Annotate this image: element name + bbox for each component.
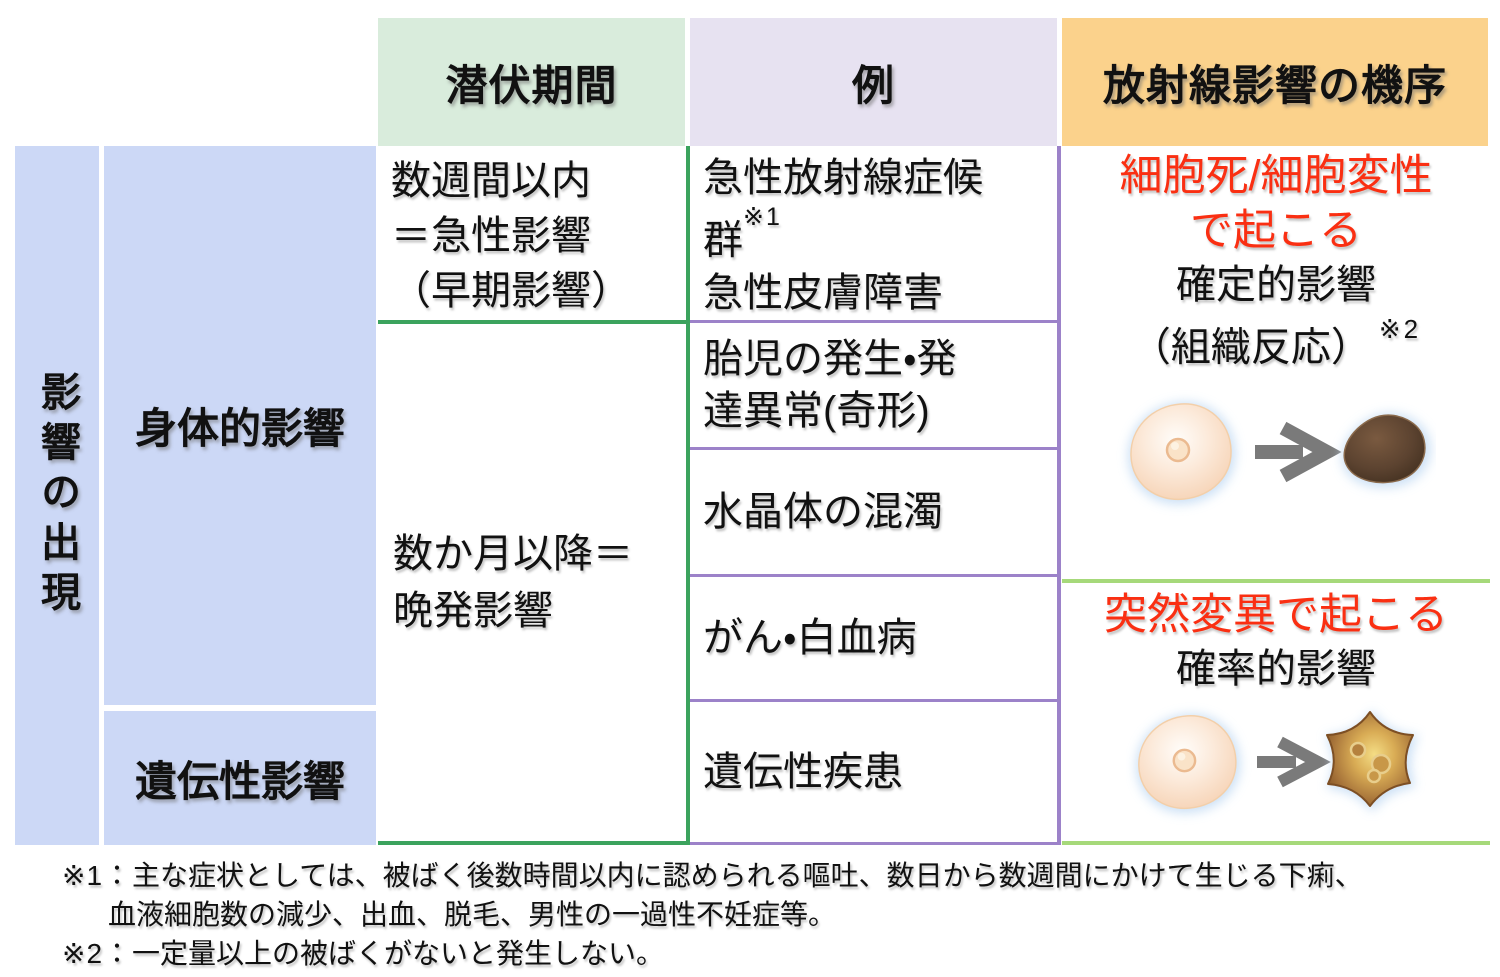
deterministic-tissue-reaction: （組織反応）※2 [1130, 314, 1422, 370]
example-cell-lens-opacity: 水晶体の混濁 [690, 450, 1057, 577]
example-cell-cancer-leukemia: がん・白血病 [690, 577, 1057, 702]
footnote-1: ※1：主な症状としては、被ばく後数時間以内に認められる嘔吐、数日から数週間にかけ… [62, 856, 1482, 934]
latency-late-line1: 数か月以降＝ [393, 531, 633, 576]
transform-arrow-icon [1257, 736, 1331, 788]
latency-column: 数週間以内 ＝急性影響 （早期影響） 数か月以降＝ 晩発影響 [378, 146, 690, 845]
latency-acute-line1: 数週間以内 [391, 159, 591, 203]
footnote-1-line1: ※1：主な症状としては、被ばく後数時間以内に認められる嘔吐、数日から数週間にかけ… [62, 860, 1363, 891]
fetal-line1: 胎児の発生・発 [703, 337, 957, 381]
transform-arrow-icon [1255, 422, 1342, 483]
latency-late-line2: 晩発影響 [393, 588, 553, 633]
deterministic-cause-line1: 細胞死/細胞変性 [1119, 152, 1433, 200]
header-latency-period: 潜伏期間 [378, 18, 685, 146]
examples-column: 急性放射線症候 群※1 急性皮膚障害 胎児の発生・発 達異常(奇形) 水晶体の混… [690, 146, 1061, 845]
cell-death-illustration [1128, 402, 1431, 505]
fetal-line2: 達異常(奇形) [703, 389, 930, 433]
latency-cell-late: 数か月以降＝ 晩発影響 [378, 324, 686, 845]
healthy-cell-icon [1128, 402, 1236, 505]
header-latency-label: 潜伏期間 [445, 61, 618, 109]
mechanism-section-deterministic: 細胞死/細胞変性 で起こる 確定的影響 （組織反応）※2 [1062, 146, 1490, 583]
header-mechanism: 放射線影響の機序 [1062, 18, 1488, 146]
acute-syndrome-line3: 急性皮膚障害 [703, 271, 943, 316]
hereditary-label-text: 遺伝性影響 [134, 757, 345, 805]
mechanism-section-stochastic: 突然変異で起こる 確率的影響 [1062, 583, 1490, 845]
latency-acute-line2: ＝急性影響 [391, 214, 591, 258]
dead-cell-icon [1341, 413, 1431, 488]
header-examples: 例 [690, 18, 1057, 146]
mutation-illustration [1136, 710, 1419, 814]
acute-syndrome-line1: 急性放射線症候 [703, 156, 983, 200]
header-examples-label: 例 [851, 61, 895, 109]
row-group-somatic-label: 身体的影響 [104, 146, 376, 705]
footnotes: ※1：主な症状としては、被ばく後数時間以内に認められる嘔吐、数日から数週間にかけ… [62, 856, 1482, 973]
footnote-1-line2: 血液細胞数の減少、出血、脱毛、男性の一過性不妊症等。 [108, 899, 837, 930]
deterministic-cause-line2: で起こる [1190, 207, 1362, 255]
example-cell-fetal-abnormality: 胎児の発生・発 達異常(奇形) [690, 323, 1057, 450]
footnote-1-marker: ※1： [62, 860, 133, 891]
row-group-hereditary-label: 遺伝性影響 [104, 711, 376, 845]
footnote-ref-1: ※1 [743, 203, 782, 231]
latency-cell-acute: 数週間以内 ＝急性影響 （早期影響） [378, 146, 686, 324]
footnote-2: ※2：一定量以上の被ばくがないと発生しない。 [62, 934, 1482, 973]
mutated-cell-icon [1325, 710, 1419, 812]
footnote-2-line1: ※2：一定量以上の被ばくがないと発生しない。 [62, 938, 665, 969]
healthy-cell-icon [1136, 714, 1241, 814]
deterministic-effect-label: 確定的影響 [1176, 263, 1376, 307]
somatic-label-text: 身体的影響 [134, 405, 345, 452]
footnote-2-marker: ※2： [62, 938, 133, 969]
axis-label-text: 影響の出現 [35, 370, 79, 621]
footnote-ref-2: ※2 [1378, 314, 1422, 344]
stochastic-cause-line: 突然変異で起こる [1104, 591, 1448, 639]
axis-label-effect-appearance: 影響の出現 [15, 146, 99, 845]
example-cell-acute-syndrome: 急性放射線症候 群※1 急性皮膚障害 [690, 146, 1057, 323]
latency-acute-line3: （早期影響） [391, 269, 631, 313]
mechanism-column: 細胞死/細胞変性 で起こる 確定的影響 （組織反応）※2 [1062, 146, 1490, 845]
header-mechanism-label: 放射線影響の機序 [1102, 61, 1447, 109]
example-cell-hereditary-disease: 遺伝性疾患 [690, 702, 1057, 845]
stochastic-effect-label: 確率的影響 [1176, 647, 1376, 691]
acute-syndrome-line2: 群※1 [703, 203, 782, 263]
